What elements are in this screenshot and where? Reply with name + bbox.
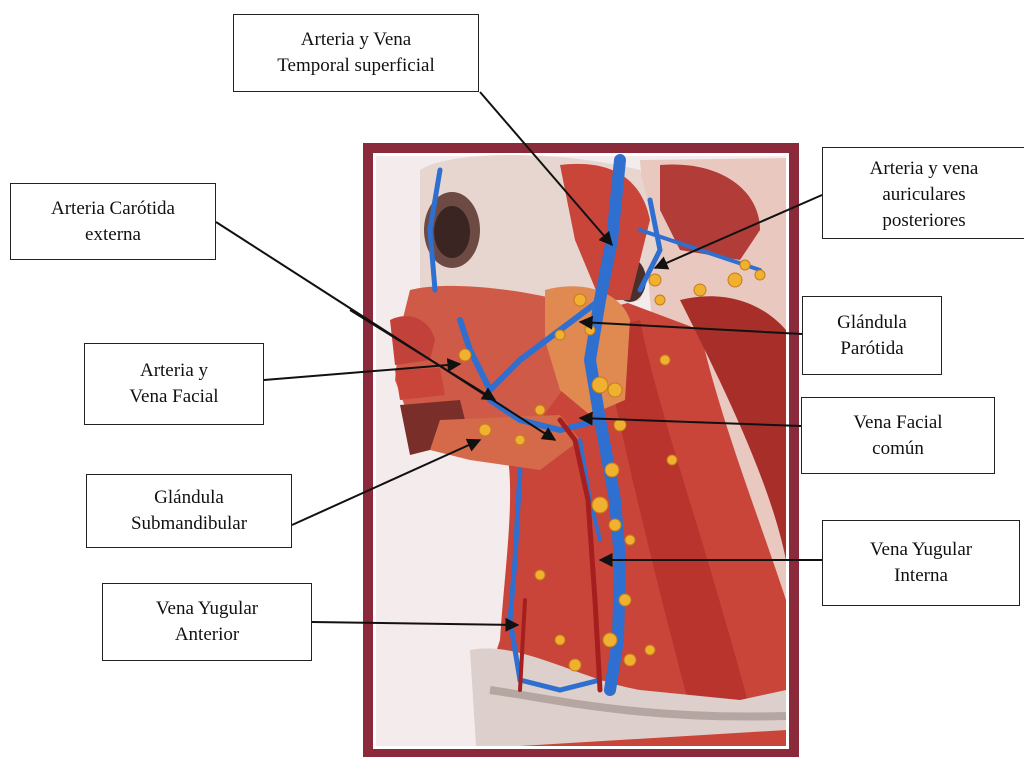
label-line: Vena Facial bbox=[853, 410, 942, 436]
label-line: Vena Facial bbox=[129, 384, 218, 410]
label-vena-yugular-interna: Vena Yugular Interna bbox=[822, 520, 1020, 606]
label-line: Submandibular bbox=[131, 511, 247, 537]
label-line: Arteria Carótida bbox=[51, 196, 175, 222]
label-line: Glándula bbox=[837, 310, 907, 336]
label-line: Glándula bbox=[154, 485, 224, 511]
label-arteria-vena-temporal-superficial: Arteria y Vena Temporal superficial bbox=[233, 14, 479, 92]
neck-illustration bbox=[363, 143, 799, 757]
label-glandula-submandibular: Glándula Submandibular bbox=[86, 474, 292, 548]
label-arteria-vena-auriculares-posteriores: Arteria y vena auriculares posteriores bbox=[822, 147, 1024, 239]
label-line: común bbox=[872, 436, 924, 462]
label-vena-facial-comun: Vena Facial común bbox=[801, 397, 995, 474]
label-line: Interna bbox=[894, 563, 948, 589]
label-line: Anterior bbox=[175, 622, 239, 648]
label-line: auriculares bbox=[882, 182, 965, 208]
label-line: Vena Yugular bbox=[156, 596, 258, 622]
label-line: Arteria y vena bbox=[870, 156, 979, 182]
label-line: externa bbox=[85, 222, 141, 248]
label-line: Temporal superficial bbox=[277, 53, 434, 79]
label-arteria-vena-facial: Arteria y Vena Facial bbox=[84, 343, 264, 425]
label-vena-yugular-anterior: Vena Yugular Anterior bbox=[102, 583, 312, 661]
label-line: Vena Yugular bbox=[870, 537, 972, 563]
label-line: Arteria y bbox=[140, 358, 208, 384]
label-glandula-parotida: Glándula Parótida bbox=[802, 296, 942, 375]
label-line: Parótida bbox=[840, 336, 903, 362]
label-line: Arteria y Vena bbox=[301, 27, 411, 53]
label-line: posteriores bbox=[882, 208, 965, 234]
label-arteria-carotida-externa: Arteria Carótida externa bbox=[10, 183, 216, 260]
